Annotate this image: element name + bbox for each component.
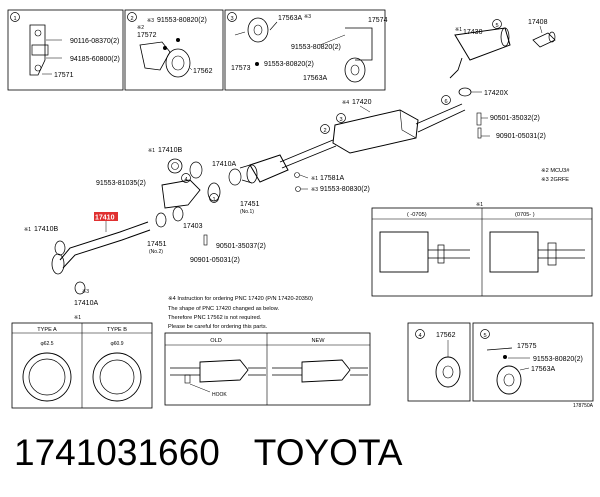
svg-text:17451: 17451: [147, 241, 167, 248]
svg-text:※1: ※1: [74, 315, 81, 321]
variant-table: ※1 ( -0705) (0705- ): [371, 202, 593, 297]
svg-text:Please be careful for ordering: Please be careful for ordering this part…: [168, 324, 268, 330]
svg-text:17408: 17408: [528, 19, 548, 26]
callout-box-5: 5 17575 91553-80820(2) 17563A: [472, 322, 594, 402]
svg-text:3: 3: [339, 117, 342, 123]
caption: 1741031660 TOYOTA: [14, 428, 437, 478]
svg-text:90901-05031(2): 90901-05031(2): [190, 257, 240, 264]
svg-text:17575: 17575: [517, 343, 537, 350]
svg-text:91553-80820(2): 91553-80820(2): [291, 44, 341, 51]
svg-text:OLD: OLD: [210, 338, 222, 344]
front-pipe-parts: ※1 17410B 17410A 91553-81035(2) 4 17451 …: [96, 147, 266, 264]
svg-text:φ62.5: φ62.5: [41, 341, 54, 347]
svg-text:Therefore PNC 17562 is not req: Therefore PNC 17562 is not required.: [168, 315, 262, 321]
svg-text:(No.2): (No.2): [149, 249, 163, 255]
svg-text:90116-08370(2): 90116-08370(2): [70, 38, 119, 45]
svg-text:91553-80830(2): 91553-80830(2): [320, 186, 370, 193]
callout-box-3: 3 17563A 17574 91553-80820(2) 17573 9155…: [224, 9, 388, 91]
svg-text:1: 1: [212, 197, 215, 203]
svg-text:2: 2: [130, 16, 133, 22]
svg-text:※1: ※1: [148, 148, 155, 154]
svg-text:※1: ※1: [24, 227, 31, 233]
svg-text:17563A: 17563A: [531, 366, 555, 373]
svg-text:6: 6: [444, 99, 447, 105]
svg-text:91553-80820(2): 91553-80820(2): [264, 61, 314, 68]
svg-text:17420X: 17420X: [484, 90, 508, 97]
svg-text:17451: 17451: [240, 201, 260, 208]
rear-muffler: ※1 17430 5: [449, 19, 511, 79]
callout-box-1: 1 90116-08370(2) 94185-60800(2) 17571: [7, 9, 124, 91]
svg-text:17574: 17574: [368, 17, 388, 24]
svg-text:90901-05031(2): 90901-05031(2): [496, 133, 546, 140]
main-exhaust-drawing: ※1 17430 5 17408 17420X 6 90501-35032(2): [24, 19, 570, 307]
brand: TOYOTA: [253, 432, 403, 473]
svg-text:(0705- ): (0705- ): [515, 212, 535, 218]
svg-text:17572: 17572: [137, 32, 157, 39]
svg-text:※3: ※3: [82, 289, 89, 295]
svg-text:4: 4: [418, 333, 421, 339]
svg-text:17403: 17403: [183, 223, 203, 230]
svg-text:17410B: 17410B: [34, 226, 58, 233]
svg-text:HOOK: HOOK: [212, 392, 227, 398]
svg-text:2: 2: [323, 128, 326, 134]
svg-text:※3: ※3: [147, 18, 154, 24]
svg-text:The shape of PNC 17420 changed: The shape of PNC 17420 changed as below.: [168, 306, 279, 312]
svg-text:17562: 17562: [436, 332, 456, 339]
svg-text:※1: ※1: [476, 202, 483, 208]
svg-text:※4: ※4: [342, 100, 349, 106]
part-number: 1741031660: [14, 432, 220, 473]
svg-text:※3: ※3: [311, 187, 318, 193]
svg-text:17581A: 17581A: [320, 175, 344, 182]
svg-text:94185-60800(2): 94185-60800(2): [70, 56, 120, 63]
svg-text:TYPE A: TYPE A: [37, 327, 57, 333]
svg-text:17571: 17571: [54, 72, 74, 79]
svg-text:17410A: 17410A: [212, 161, 236, 168]
svg-text:91553-80820(2): 91553-80820(2): [533, 356, 583, 363]
center-muffler: ※4 17420 3 2: [279, 99, 466, 169]
front-pipe-17410[interactable]: 17410: [51, 212, 151, 275]
svg-text:( -0705): ( -0705): [407, 212, 427, 218]
svg-text:4: 4: [184, 177, 187, 183]
svg-text:TYPE B: TYPE B: [107, 327, 127, 333]
bolts-right: 90501-35032(2) 90901-05031(2): [476, 112, 546, 140]
svg-text:※1: ※1: [311, 176, 318, 182]
svg-text:1: 1: [13, 16, 16, 22]
svg-text:φ60.9: φ60.9: [111, 341, 124, 347]
svg-text:91553-80820(2): 91553-80820(2): [157, 17, 207, 24]
svg-text:17573: 17573: [231, 65, 251, 72]
instruction-note: ※4 Instruction for ordering PNC 17420 (P…: [164, 296, 371, 406]
svg-text:17563A: 17563A: [303, 75, 327, 82]
svg-text:NEW: NEW: [311, 338, 325, 344]
callout-box-2: 2 ※2 17572 ※3 91553-80820(2) 17562: [124, 9, 224, 91]
svg-text:5: 5: [483, 333, 486, 339]
drawing-id: 178750A: [573, 403, 594, 409]
svg-text:※4 Instruction for ordering PN: ※4 Instruction for ordering PNC 17420 (P…: [168, 296, 313, 302]
gasket-17420x: 17420X 6: [441, 87, 508, 105]
svg-text:(No.1): (No.1): [240, 209, 254, 215]
svg-text:17563A: 17563A: [278, 15, 302, 22]
svg-text:※3: ※3: [304, 14, 311, 20]
svg-text:17410: 17410: [95, 215, 115, 222]
svg-text:※1: ※1: [455, 27, 462, 33]
svg-text:5: 5: [495, 23, 498, 29]
svg-text:17410A: 17410A: [74, 300, 98, 307]
catalytic-converter: [228, 154, 289, 186]
gasket-types: ※1 TYPE A TYPE B φ62.5 φ60.9: [11, 315, 153, 409]
svg-text:17410B: 17410B: [158, 147, 182, 154]
tail-pipe: 17408: [528, 19, 556, 48]
callout-box-4: 4 17562: [407, 322, 471, 402]
svg-text:17562: 17562: [193, 68, 213, 75]
svg-text:※2 MCU3#: ※2 MCU3#: [541, 168, 570, 174]
svg-text:17420: 17420: [352, 99, 372, 106]
svg-text:90501-35037(2): 90501-35037(2): [216, 243, 266, 250]
svg-text:17430: 17430: [463, 29, 483, 36]
gasket-17581a: ※1 17581A ※3 91553-80830(2): [294, 172, 370, 193]
svg-text:91553-81035(2): 91553-81035(2): [96, 180, 146, 187]
svg-text:90501-35032(2): 90501-35032(2): [490, 115, 540, 122]
highlight-box: [94, 212, 118, 221]
svg-text:※2: ※2: [137, 25, 144, 31]
svg-text:※3 2GRFE: ※3 2GRFE: [541, 177, 569, 183]
svg-text:3: 3: [230, 16, 233, 22]
